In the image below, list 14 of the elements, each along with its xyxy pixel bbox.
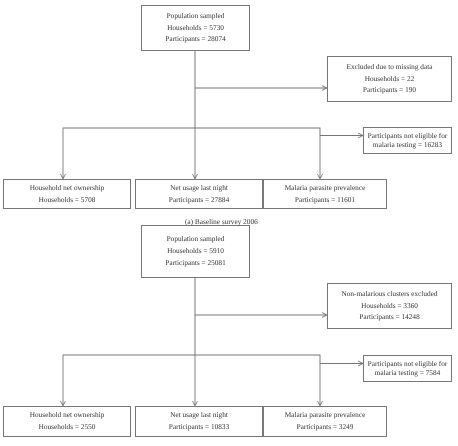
- process-box: [3, 406, 131, 437]
- process-box: [135, 179, 263, 209]
- process-box: [263, 406, 387, 437]
- process-box: [3, 179, 131, 209]
- process-box: [327, 56, 452, 102]
- arrow: [194, 50, 364, 138]
- process-box: [363, 127, 452, 154]
- arrow: [194, 278, 364, 366]
- process-box: [135, 406, 263, 437]
- process-box: [263, 179, 387, 209]
- process-box: [141, 5, 250, 51]
- process-box: [363, 355, 452, 382]
- process-box: [327, 283, 452, 329]
- process-box: [141, 225, 250, 278]
